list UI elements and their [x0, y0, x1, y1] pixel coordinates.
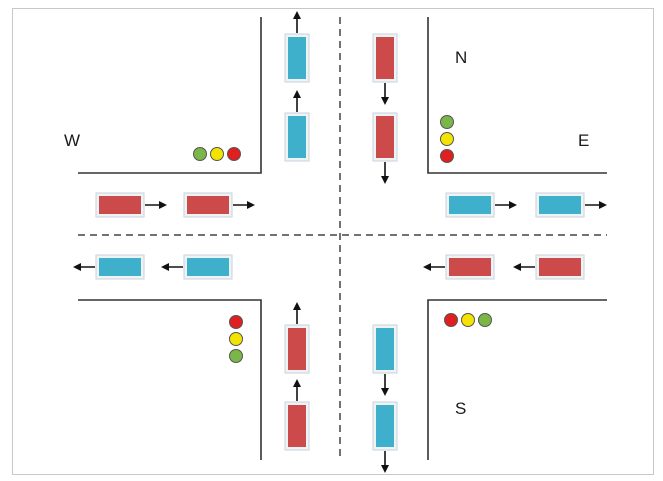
vehicle-red-south: [372, 112, 398, 184]
vehicle-blue-north: [284, 11, 310, 83]
vehicle-body: [288, 116, 306, 158]
vehicle-red-east: [95, 192, 167, 218]
light-yellow: [229, 332, 243, 346]
vehicle-red-north: [284, 302, 310, 374]
vehicle-blue-east: [445, 192, 517, 218]
vehicle-body: [187, 196, 229, 214]
direction-label-south: S: [455, 399, 466, 418]
vehicle-blue-west: [73, 254, 145, 280]
vehicle-red-west: [423, 254, 495, 280]
curb-south-east: [427, 299, 607, 460]
vehicle-red-south: [372, 33, 398, 105]
vehicle-body: [539, 258, 581, 276]
light-yellow: [461, 313, 475, 327]
traffic-light-north-east: [440, 115, 454, 163]
vehicle-blue-south: [372, 324, 398, 396]
vehicle-red-east: [183, 192, 255, 218]
vehicle-body: [376, 405, 394, 447]
vehicle-blue-south: [372, 401, 398, 473]
vehicle-red-north: [284, 379, 310, 451]
traffic-light-south-east: [444, 313, 492, 327]
curb-north-east: [427, 17, 607, 174]
light-red: [227, 147, 241, 161]
vehicle-body: [376, 37, 394, 79]
road-curbs: [78, 17, 607, 460]
light-green: [478, 313, 492, 327]
traffic-light-north-west: [193, 147, 241, 161]
light-yellow: [440, 132, 454, 146]
vehicle-body: [288, 328, 306, 370]
light-red: [444, 313, 458, 327]
light-red: [440, 149, 454, 163]
light-yellow: [210, 147, 224, 161]
direction-label-west: W: [64, 131, 80, 150]
vehicle-blue-east: [535, 192, 607, 218]
traffic-lights: [193, 115, 492, 363]
vehicle-body: [376, 116, 394, 158]
diagram-frame: [12, 8, 654, 475]
vehicle-red-west: [513, 254, 585, 280]
vehicle-body: [288, 405, 306, 447]
center-lines: [78, 17, 607, 460]
light-green: [440, 115, 454, 129]
vehicle-blue-west: [161, 254, 233, 280]
traffic-light-south-west: [229, 315, 243, 363]
vehicle-body: [449, 258, 491, 276]
vehicle-body: [99, 258, 141, 276]
vehicles: [73, 11, 607, 473]
curb-north-west: [78, 17, 262, 174]
curb-south-west: [78, 299, 262, 460]
vehicle-body: [187, 258, 229, 276]
vehicle-body: [539, 196, 581, 214]
light-red: [229, 315, 243, 329]
direction-label-north: N: [455, 48, 467, 67]
direction-label-east: E: [578, 131, 589, 150]
light-green: [229, 349, 243, 363]
vehicle-blue-north: [284, 90, 310, 162]
light-green: [193, 147, 207, 161]
vehicle-body: [376, 328, 394, 370]
vehicle-body: [99, 196, 141, 214]
vehicle-body: [288, 37, 306, 79]
vehicle-body: [449, 196, 491, 214]
